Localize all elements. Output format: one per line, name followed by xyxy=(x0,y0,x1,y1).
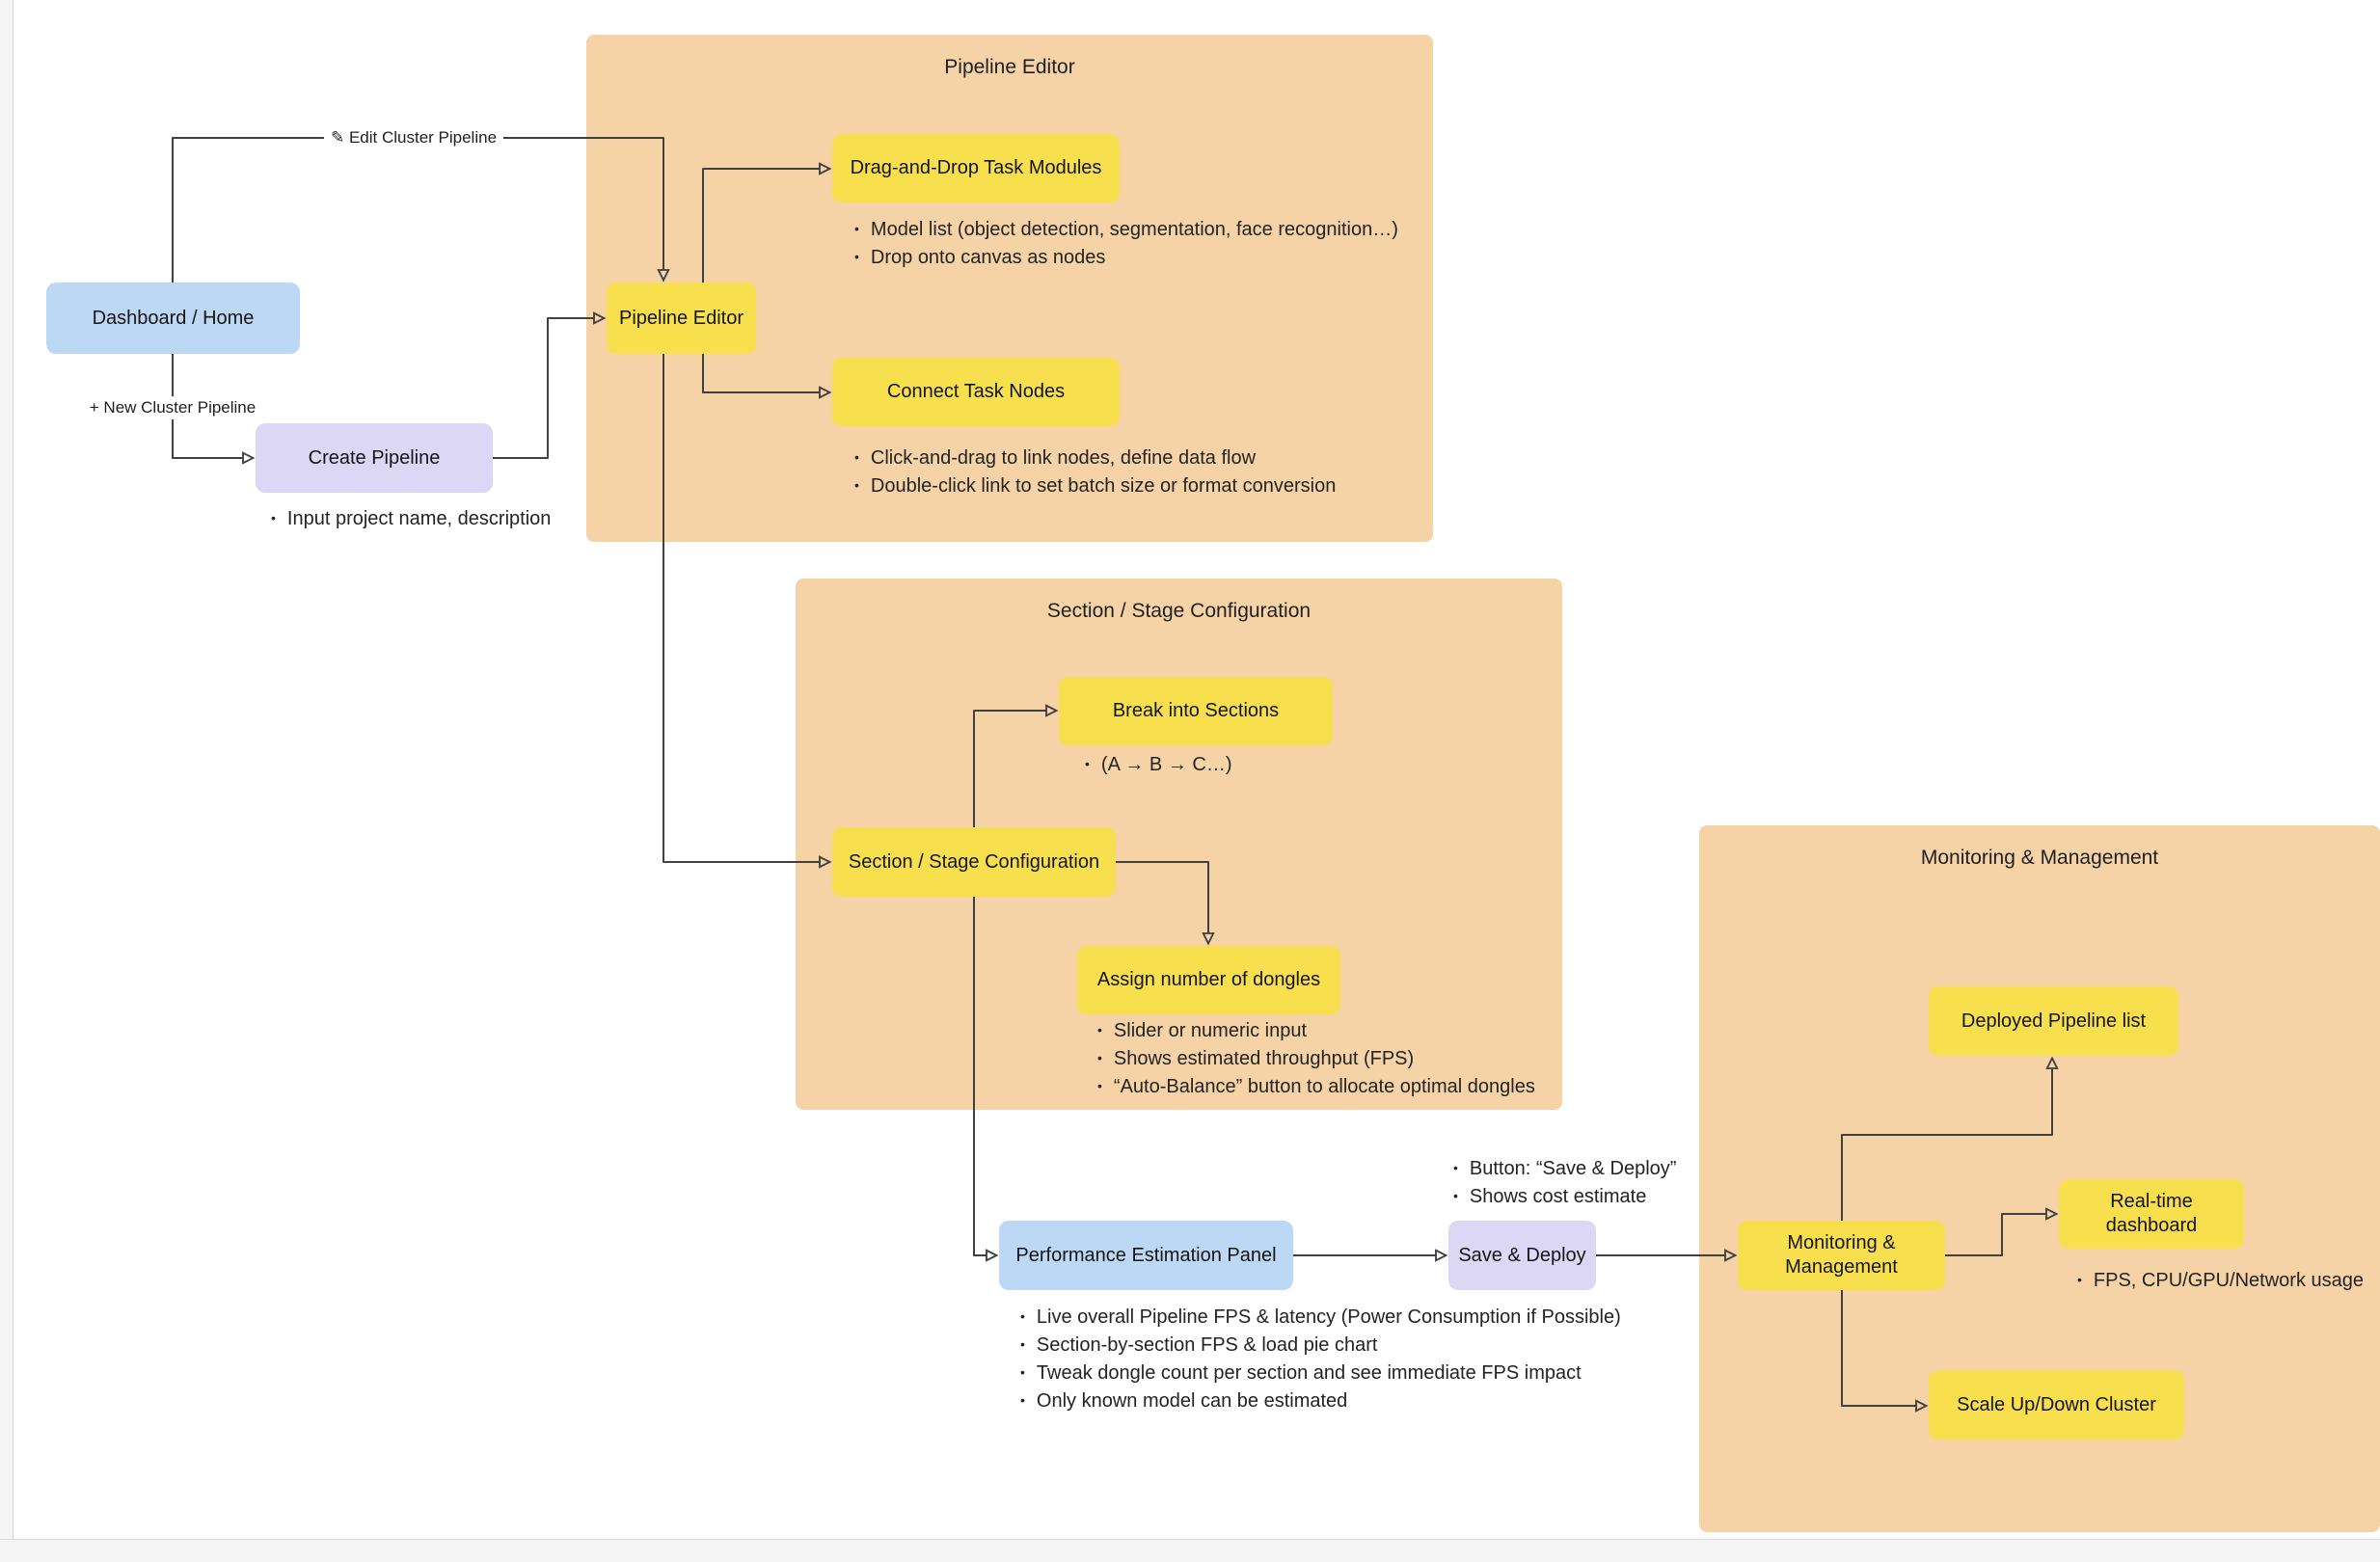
note-item: Section-by-section FPS & load pie chart xyxy=(1020,1332,1621,1360)
note-item: (A → B → C…) xyxy=(1085,751,1232,779)
node-drag-drop-task-modules[interactable]: Drag-and-Drop Task Modules xyxy=(832,134,1120,202)
node-create-pipeline[interactable]: Create Pipeline xyxy=(256,423,493,493)
note-item: Drop onto canvas as nodes xyxy=(854,244,1398,272)
node-scale-up-down-cluster[interactable]: Scale Up/Down Cluster xyxy=(1929,1370,2184,1440)
group-section-config-title: Section / Stage Configuration xyxy=(1046,600,1312,622)
note-item: Only known model can be estimated xyxy=(1020,1387,1621,1415)
node-deployed-pipeline-list[interactable]: Deployed Pipeline list xyxy=(1929,986,2178,1056)
note-item: Shows cost estimate xyxy=(1453,1183,1676,1211)
node-pipeline-editor[interactable]: Pipeline Editor xyxy=(607,283,756,354)
group-monitoring-title: Monitoring & Management xyxy=(1920,847,2159,869)
node-realtime-dashboard[interactable]: Real-time dashboard xyxy=(2059,1179,2244,1249)
node-assign-number-of-dongles[interactable]: Assign number of dongles xyxy=(1077,946,1340,1014)
note-item: Model list (object detection, segmentati… xyxy=(854,216,1398,244)
edge-create-to-editor xyxy=(493,318,594,459)
create-pipeline-notes: Input project name, description xyxy=(271,505,552,533)
node-break-into-sections[interactable]: Break into Sections xyxy=(1059,677,1333,745)
note-item: Shows estimated throughput (FPS) xyxy=(1097,1045,1535,1073)
page-edge-bottom xyxy=(0,1539,2380,1562)
note-item: Button: “Save & Deploy” xyxy=(1453,1155,1677,1183)
node-performance-estimation-panel[interactable]: Performance Estimation Panel xyxy=(999,1221,1293,1290)
save-deploy-notes: Button: “Save & Deploy” Shows cost estim… xyxy=(1453,1155,1677,1211)
note-item: Tweak dongle count per section and see i… xyxy=(1020,1360,1621,1387)
node-section-stage-configuration[interactable]: Section / Stage Configuration xyxy=(832,827,1116,897)
note-item: FPS, CPU/GPU/Network usage xyxy=(2077,1267,2364,1295)
node-save-deploy[interactable]: Save & Deploy xyxy=(1448,1221,1596,1290)
note-item: Live overall Pipeline FPS & latency (Pow… xyxy=(1020,1304,1621,1332)
performance-panel-notes: Live overall Pipeline FPS & latency (Pow… xyxy=(1020,1304,1621,1415)
drag-drop-notes: Model list (object detection, segmentati… xyxy=(854,216,1398,272)
page-edge-left xyxy=(0,0,14,1539)
node-connect-task-nodes[interactable]: Connect Task Nodes xyxy=(832,358,1120,426)
realtime-dashboard-notes: FPS, CPU/GPU/Network usage xyxy=(2077,1267,2364,1295)
node-dashboard-home[interactable]: Dashboard / Home xyxy=(46,283,300,354)
note-item: “Auto-Balance” button to allocate optima… xyxy=(1097,1073,1535,1101)
edge-label-new-cluster-pipeline: + New Cluster Pipeline xyxy=(82,396,263,419)
assign-dongles-notes: Slider or numeric input Shows estimated … xyxy=(1097,1017,1535,1101)
note-item: Input project name, description xyxy=(271,505,552,533)
edge-label-edit-cluster-pipeline: ✎ Edit Cluster Pipeline xyxy=(323,126,504,149)
node-monitoring-management[interactable]: Monitoring & Management xyxy=(1738,1221,1945,1290)
note-item: Click-and-drag to link nodes, define dat… xyxy=(854,444,1336,472)
group-pipeline-editor-title: Pipeline Editor xyxy=(944,56,1075,78)
break-into-sections-notes: (A → B → C…) xyxy=(1085,751,1232,779)
connect-task-nodes-notes: Click-and-drag to link nodes, define dat… xyxy=(854,444,1336,500)
note-item: Double-click link to set batch size or f… xyxy=(854,472,1336,500)
note-item: Slider or numeric input xyxy=(1097,1017,1535,1045)
